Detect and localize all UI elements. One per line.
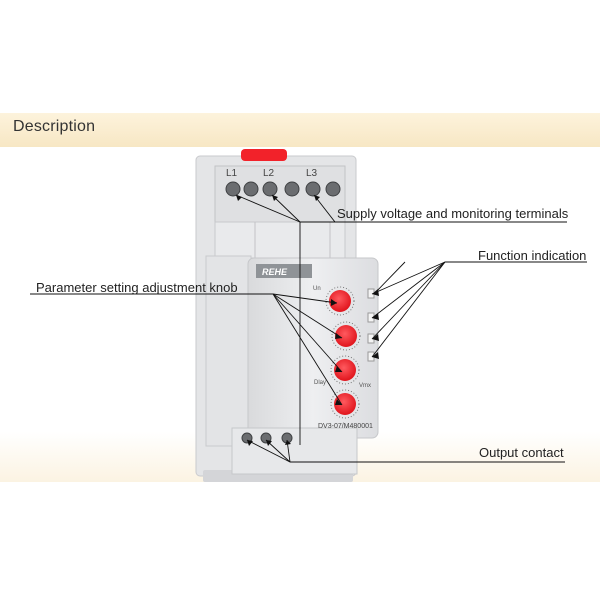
callout-output-contact: Output contact <box>479 445 564 460</box>
callout-supply-terminals: Supply voltage and monitoring terminals <box>337 206 569 221</box>
knob-label-un: Un <box>313 286 321 292</box>
terminal-screw-l2a <box>262 181 278 197</box>
knob-3 <box>334 359 356 381</box>
terminal-label-l3: L3 <box>306 168 318 179</box>
terminal-label-l1: L1 <box>226 168 238 179</box>
knob-2 <box>335 325 357 347</box>
brand-logo: REHE <box>262 267 288 277</box>
terminal-label-l2: L2 <box>263 168 275 179</box>
relay-housing <box>195 149 379 482</box>
knob-4 <box>334 393 356 415</box>
adjustment-knobs: Un Dlay Vmx <box>313 286 371 419</box>
terminal-screw-l3b <box>325 181 341 197</box>
knob-label-vmx: Vmx <box>359 383 371 389</box>
callout-parameter-knob: Parameter setting adjustment knob <box>36 280 238 295</box>
callout-function-indication: Function indication <box>478 248 587 263</box>
header-title: Description <box>13 118 96 135</box>
top-terminals: L1 L2 L3 <box>225 168 341 197</box>
description-header: Description <box>0 113 600 147</box>
arrow-heads <box>236 195 379 446</box>
terminal-screw-l1a <box>225 181 241 197</box>
knob-label-dlay: Dlay <box>314 380 326 386</box>
brand-plate <box>256 264 312 278</box>
din-clip <box>241 149 287 161</box>
model-number: DV3-07/M480001 <box>318 423 373 430</box>
terminal-screw-l3a <box>305 181 321 197</box>
terminal-screw-l2b <box>284 181 300 197</box>
knob-1 <box>329 290 351 312</box>
terminal-screw-l1b <box>243 181 259 197</box>
